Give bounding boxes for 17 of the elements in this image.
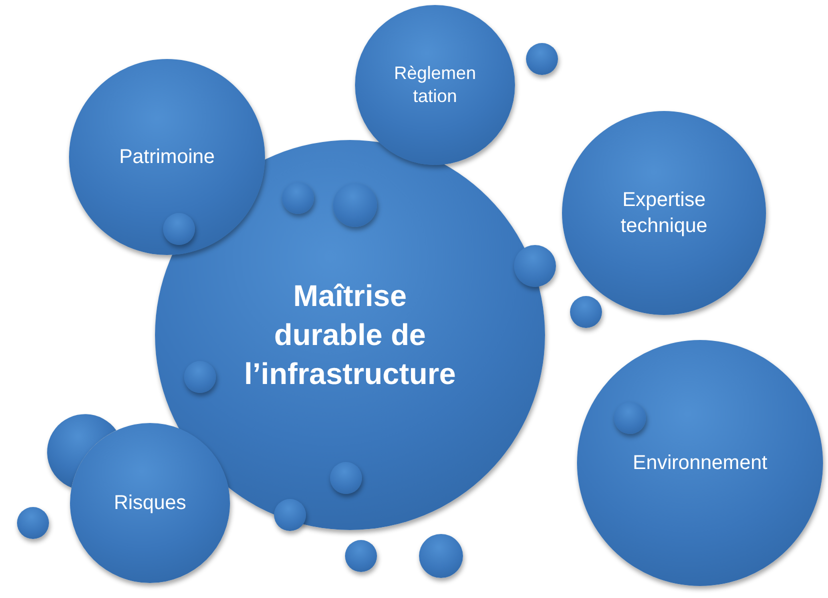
bubble-circle: [330, 462, 362, 494]
bubble-circle: [333, 183, 377, 227]
bubble-circle: [526, 43, 558, 75]
bubble-circle: [184, 361, 216, 393]
bubble-circle: [419, 534, 463, 578]
topic-label: Risques: [114, 491, 186, 516]
bubble-circle: [614, 402, 646, 434]
topic-label: Patrimoine: [119, 145, 215, 170]
bubble-circle: [570, 296, 602, 328]
bubble-circle: [345, 540, 377, 572]
bubble-circle: [17, 507, 49, 539]
topic-label: Expertise technique: [620, 188, 708, 239]
bubble-circle: [514, 245, 556, 287]
bubble-circle: [282, 182, 314, 214]
topic-label: Maîtrise durable de l’infrastructure: [243, 278, 457, 392]
topic-label: Règlementation: [392, 62, 478, 108]
topic-label: Environnement: [632, 451, 768, 476]
